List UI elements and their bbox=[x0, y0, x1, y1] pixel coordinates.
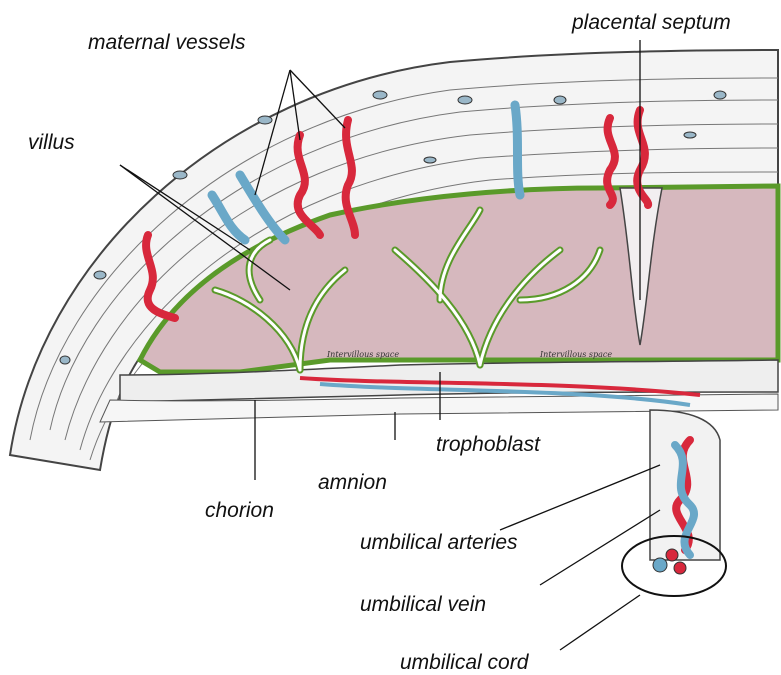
label-umbilical-arteries: umbilical arteries bbox=[360, 532, 518, 553]
label-amnion: amnion bbox=[318, 472, 387, 493]
label-trophoblast: trophoblast bbox=[436, 434, 540, 455]
intervillous-space-text-2: Intervillous space bbox=[539, 350, 612, 359]
label-villus: villus bbox=[28, 132, 75, 153]
label-umbilical-vein: umbilical vein bbox=[360, 594, 486, 615]
intervillous-space-text-1: Intervillous space bbox=[326, 350, 399, 359]
label-chorion: chorion bbox=[205, 500, 274, 521]
label-umbilical-cord: umbilical cord bbox=[400, 652, 528, 673]
label-maternal-vessels: maternal vessels bbox=[88, 32, 246, 53]
label-placental-septum: placental septum bbox=[572, 12, 731, 33]
